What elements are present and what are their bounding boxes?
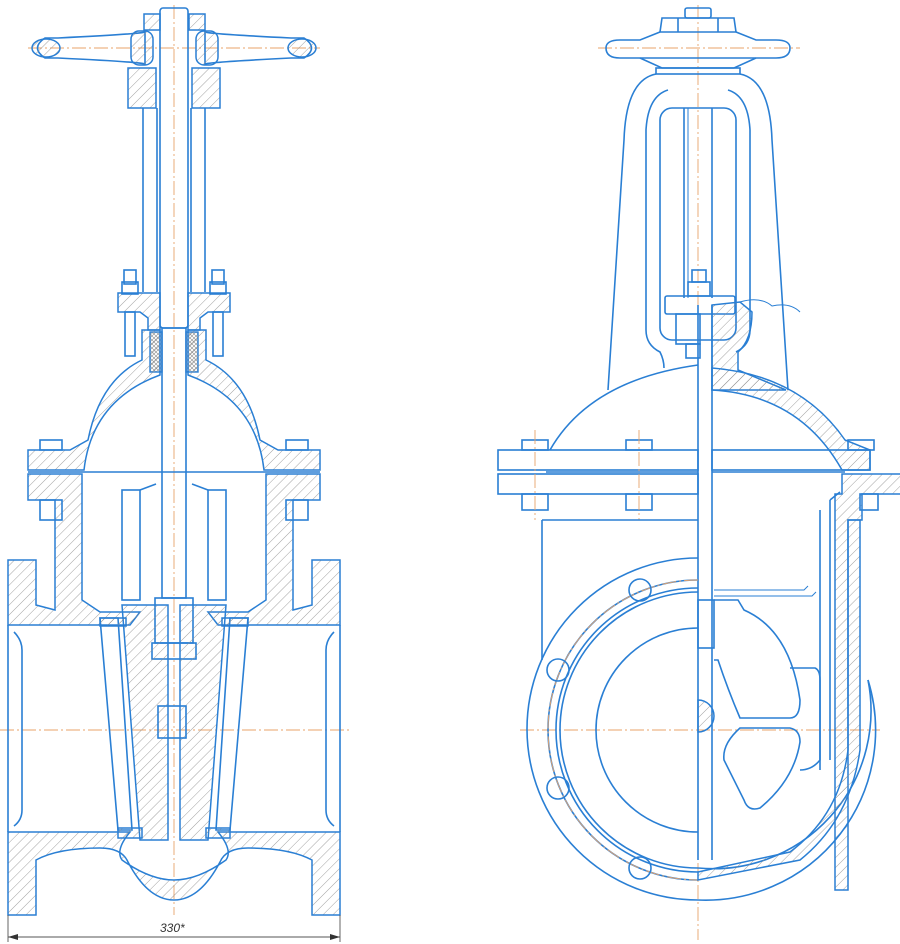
handwheel-icon [31,13,317,109]
body-side [526,491,877,901]
dimension-330: 330* [7,915,341,942]
handwheel-side-icon [605,7,791,75]
wedge-gate [99,604,249,841]
yoke [607,73,801,860]
front-section-view: 330* [0,5,350,942]
bonnet [27,329,321,473]
side-view [497,5,900,940]
dimension-label: 330* [160,921,185,935]
valve-body [7,473,341,916]
